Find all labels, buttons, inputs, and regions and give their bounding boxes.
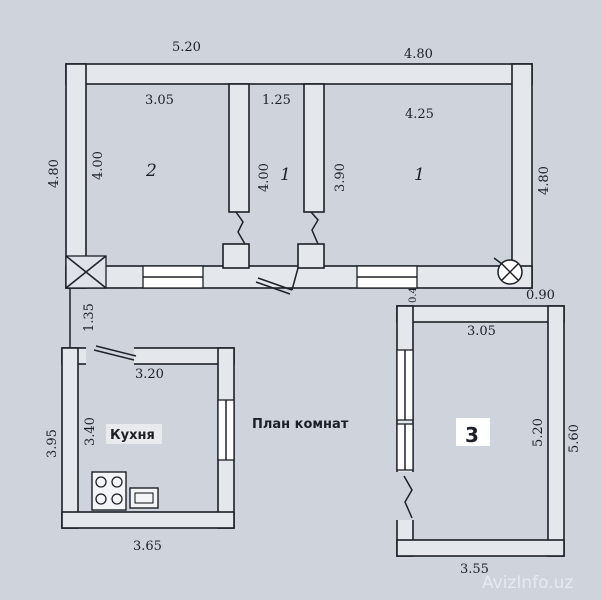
dim-room3-height-inner: 5.20 <box>531 418 546 447</box>
dim-corridor-width: 1.25 <box>262 93 291 108</box>
dim-kitchen-height-inner: 3.40 <box>83 417 98 446</box>
corridor-label: 1 <box>280 165 291 185</box>
dim-gap-right: 0.90 <box>526 288 555 303</box>
dim-room3-height-outer: 5.60 <box>567 424 582 453</box>
room3-windows <box>396 349 414 471</box>
dim-room2-height: 4.00 <box>91 151 106 180</box>
room-labels: 2 1 1 Кухня 3 <box>106 161 490 447</box>
dim-kitchen-height-outer: 3.95 <box>45 429 60 458</box>
dim-room2-width: 3.05 <box>145 93 174 108</box>
main-house-walls <box>65 63 533 289</box>
stove-circle-icon <box>493 257 523 285</box>
room3-label: 3 <box>465 423 479 447</box>
dim-top-right: 4.80 <box>404 47 433 62</box>
dim-right-height: 4.80 <box>537 166 552 195</box>
kitchen-window <box>217 399 235 461</box>
watermark: AvizInfo.uz <box>482 573 573 593</box>
dim-kitchen-width-top: 3.20 <box>135 367 164 382</box>
room3-door <box>395 472 415 520</box>
plan-title: План комнат <box>252 417 349 432</box>
door-swings <box>235 211 319 295</box>
dim-kitchen-width-bottom: 3.65 <box>133 539 162 554</box>
main-house-windows <box>142 265 418 289</box>
dim-room3-width-bottom: 3.55 <box>460 562 489 577</box>
corner-hatch <box>65 255 107 289</box>
kitchen-label: Кухня <box>110 428 155 443</box>
sink-icon <box>129 487 159 509</box>
dim-wall-thin: 0.4 <box>408 287 419 303</box>
dimension-labels: 5.20 4.80 3.05 1.25 4.25 4.80 4.00 4.00 … <box>45 40 582 577</box>
kitchen-door <box>93 345 137 361</box>
dim-top-left: 5.20 <box>172 40 201 55</box>
dim-room1-width: 4.25 <box>405 107 434 122</box>
dim-gap-small: 1.35 <box>82 303 97 332</box>
stove-icon <box>91 471 127 511</box>
dim-room3-width-top: 3.05 <box>467 324 496 339</box>
dim-left-height: 4.80 <box>47 159 62 188</box>
room1-label: 1 <box>414 165 425 185</box>
room2-label: 2 <box>145 161 157 181</box>
dim-room1-height: 3.90 <box>333 163 348 192</box>
dim-corridor-height: 4.00 <box>257 163 272 192</box>
